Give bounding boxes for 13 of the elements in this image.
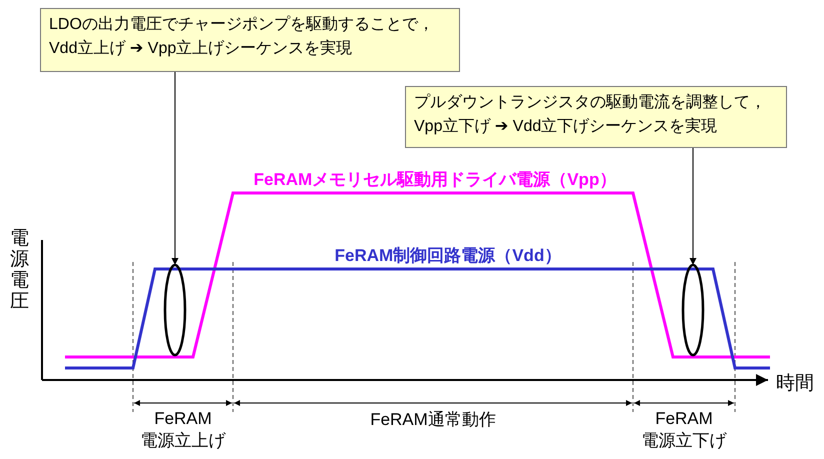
axis-label: 電源電圧 bbox=[10, 228, 30, 312]
leader-line bbox=[172, 72, 178, 266]
phase-label: FeRAM通常動作 bbox=[370, 409, 496, 431]
callout-box: LDOの出力電圧でチャージポンプを駆動することで，Vdd立上げ ➔ Vpp立上げシーケンスを実現 bbox=[40, 8, 460, 72]
axis-label: 時間 bbox=[776, 372, 814, 396]
phase-label: FeRAM 電源立下げ bbox=[640, 408, 728, 452]
callout-box: プルダウントランジスタの駆動電流を調整して，Vpp立下げ ➔ Vdd立下げシーケンスを実現 bbox=[405, 86, 787, 148]
bracket-ellipse bbox=[682, 264, 704, 356]
waveform-label: FeRAMメモリセル駆動用ドライバ電源（Vpp） bbox=[254, 169, 616, 191]
bracket-ellipse bbox=[164, 264, 186, 356]
waveform-label: FeRAM制御回路電源（Vdd） bbox=[334, 245, 562, 267]
leader-line bbox=[690, 148, 696, 266]
phase-label: FeRAM 電源立上げ bbox=[140, 408, 227, 452]
